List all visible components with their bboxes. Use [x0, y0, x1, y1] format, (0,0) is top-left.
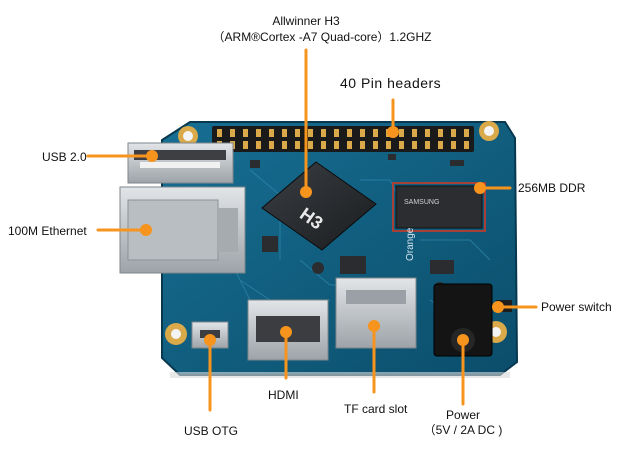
header-pin: [295, 129, 300, 137]
mounting-hole: [479, 121, 499, 141]
header-pin: [256, 129, 261, 137]
header-pin: [347, 141, 352, 149]
pin-headers-label: 40 Pin headers: [340, 75, 442, 91]
power-switch-label: Power switch: [541, 300, 612, 314]
cpu-chip: H3: [261, 161, 377, 251]
header-pin: [412, 129, 417, 137]
brand-silkscreen: Orange: [405, 227, 416, 261]
ram-chip: SAMSUNG: [392, 182, 486, 232]
header-pin: [256, 141, 261, 149]
callout-lines: [86, 48, 538, 412]
header-pin: [269, 141, 274, 149]
hdmi-port: [247, 299, 329, 361]
header-pin: [360, 141, 365, 149]
header-pin: [321, 129, 326, 137]
header-pin: [438, 129, 443, 137]
cpu-label-line2: （ARM®Cortex -A7 Quad-core）1.2GHZ: [212, 30, 432, 44]
ddr-label: 256MB DDR: [518, 181, 586, 195]
header-pin: [243, 141, 248, 149]
usb-otg-label: USB OTG: [184, 424, 239, 438]
header-pin: [425, 141, 430, 149]
cpu-label-line1: Allwinner H3: [272, 14, 340, 28]
ethernet-label: 100M Ethernet: [8, 224, 87, 238]
tf-card-label: TF card slot: [344, 402, 408, 416]
header-pin: [308, 129, 313, 137]
usb2-label: USB 2.0: [42, 150, 87, 164]
pin-header: [212, 126, 474, 152]
tf-card-slot: [335, 277, 417, 349]
power-label-line2: （5V / 2A DC ): [423, 423, 503, 437]
header-pin: [373, 141, 378, 149]
mounting-hole: [165, 323, 187, 345]
header-pin: [308, 141, 313, 149]
header-pin: [230, 129, 235, 137]
header-pin: [399, 129, 404, 137]
header-pin: [334, 129, 339, 137]
header-pin: [321, 141, 326, 149]
header-pin: [347, 129, 352, 137]
header-pin: [295, 141, 300, 149]
header-pin: [282, 129, 287, 137]
header-pin: [360, 129, 365, 137]
header-pin: [334, 141, 339, 149]
header-pin: [243, 129, 248, 137]
header-pin: [464, 129, 469, 137]
header-pin: [412, 141, 417, 149]
mounting-hole: [178, 126, 198, 146]
header-pin: [399, 141, 404, 149]
header-pin: [269, 129, 274, 137]
ram-label: SAMSUNG: [404, 199, 439, 206]
header-pin: [464, 141, 469, 149]
header-pin: [438, 141, 443, 149]
header-pin: [386, 141, 391, 149]
header-pin: [451, 129, 456, 137]
hdmi-label: HDMI: [268, 388, 299, 402]
header-pin: [217, 129, 222, 137]
usb2-port: [127, 142, 234, 184]
header-pin: [425, 129, 430, 137]
header-pin: [451, 141, 456, 149]
power-label-line1: Power: [445, 408, 480, 422]
header-pin: [282, 141, 287, 149]
header-pin: [373, 129, 378, 137]
